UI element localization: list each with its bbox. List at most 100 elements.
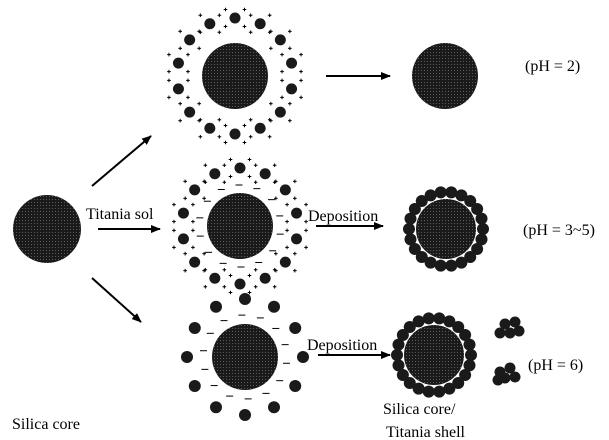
titania-sol-particle-positive [229, 158, 252, 179]
titania-sol-particle-positive [280, 79, 303, 100]
mid-coreshell-product [403, 186, 489, 271]
titania-shell-particle [476, 213, 488, 225]
titania-sol-particle [178, 233, 189, 244]
titania-sol-particle [204, 123, 215, 134]
titania-sol-particle-positive [224, 8, 247, 29]
titania-sol-particle-positive [269, 30, 292, 51]
label-ph-mid: (pH = 3~5) [523, 222, 595, 239]
titania-sol-particle-positive [167, 53, 190, 74]
titania-shell-particle [433, 386, 445, 398]
label-deposition-mid: Deposition [308, 208, 378, 225]
mid-intermediate [172, 158, 308, 295]
titania-shell-particle [435, 260, 447, 272]
mid-product-core [416, 199, 476, 259]
label-ph-top: (pH = 2) [525, 58, 580, 75]
label-silica-core: Silica core [12, 416, 80, 433]
titania-sol-particle-positive [167, 79, 190, 100]
titania-sol-particle-positive [254, 163, 277, 184]
titania-sol-particle [189, 184, 200, 195]
bottom-intermediate [181, 293, 309, 421]
titania-sol-particle-positive [280, 53, 303, 74]
label-deposition-bottom: Deposition [307, 337, 377, 354]
titania-sol-particle [189, 380, 201, 392]
titania-sol-particle [210, 401, 222, 413]
arrow-to-bottom-branch [92, 278, 141, 322]
silica-core-particle [13, 195, 81, 263]
titania-sol-particle [280, 184, 291, 195]
titania-sol-particle [286, 83, 297, 94]
titania-shell-particle [445, 260, 457, 272]
titania-sol-particle [260, 168, 271, 179]
titania-aggregate-particle [514, 326, 525, 337]
titania-sol-particle-positive [204, 268, 227, 289]
titania-sol-particle-positive [183, 252, 206, 273]
bottom-coreshell-product [391, 312, 477, 397]
titania-sol-particle [235, 279, 246, 290]
titania-aggregates [493, 317, 525, 386]
titania-shell-particle [392, 359, 404, 371]
titania-shell-particle [455, 257, 467, 269]
titania-shell-particle [443, 383, 455, 395]
titania-shell-particle [425, 189, 437, 201]
titania-sol-particle-positive [285, 203, 308, 224]
titania-sol-particle [178, 208, 189, 219]
titania-shell-particle [391, 349, 403, 361]
titania-sol-particle-positive [249, 13, 272, 34]
titania-sol-particle [209, 273, 220, 284]
titania-sol-particle [204, 18, 215, 29]
titania-sol-particle-positive [285, 229, 308, 250]
titania-sol-particle [189, 322, 201, 334]
titania-sol-particle-positive [249, 118, 272, 139]
titania-sol-particle-positive [172, 229, 195, 250]
titania-sol-particle [291, 233, 302, 244]
titania-sol-particle-positive [199, 13, 222, 34]
titania-sol-particle [184, 34, 195, 45]
titania-aggregate-particle [510, 372, 521, 383]
titania-aggregate-particle [493, 375, 504, 386]
titania-sol-particle-positive [172, 203, 195, 224]
mid-core-particle [207, 193, 273, 259]
label-titania-sol: Titania sol [86, 206, 154, 223]
titania-sol-particle-positive [274, 252, 297, 273]
titania-sol-particle [184, 107, 195, 118]
titania-sol-particle [291, 208, 302, 219]
titania-sol-particle [181, 351, 193, 363]
titania-shell-particle [445, 186, 457, 198]
titania-sol-particle [260, 273, 271, 284]
titania-sol-particle [280, 257, 291, 268]
titania-sol-particle [268, 301, 280, 313]
titania-sol-particle-positive [183, 180, 206, 201]
label-ph-bottom: (pH = 6) [528, 357, 583, 374]
top-product-bare-core [412, 43, 478, 109]
titania-sol-particle-positive [178, 102, 201, 123]
titania-sol-particle-positive [254, 268, 277, 289]
titania-shell-particle [435, 186, 447, 198]
arrow-to-top-branch [92, 136, 151, 186]
titania-sol-particle-positive [199, 118, 222, 139]
titania-shell-particle [413, 315, 425, 327]
titania-shell-particle [465, 349, 477, 361]
titania-shell-particle [464, 339, 476, 351]
titania-sol-particle [189, 257, 200, 268]
titania-sol-particle [230, 129, 241, 140]
titania-shell-particle [403, 223, 415, 235]
titania-sol-particle-positive [229, 274, 252, 295]
titania-sol-particle [289, 380, 301, 392]
titania-sol-particle [255, 123, 266, 134]
titania-sol-particle-positive [204, 163, 227, 184]
titania-sol-particle [239, 293, 251, 305]
bottom-core-particle [212, 324, 278, 390]
titania-sol-particle [235, 163, 246, 174]
label-product-line2: Titania shell [386, 424, 466, 440]
titania-sol-particle-positive [178, 30, 201, 51]
titania-sol-particle [268, 401, 280, 413]
titania-sol-particle [286, 58, 297, 69]
titania-sol-particle [289, 322, 301, 334]
titania-shell-particle [477, 223, 489, 235]
titania-sol-particle [173, 58, 184, 69]
titania-sol-particle-positive [274, 180, 297, 201]
titania-aggregate-particle [495, 328, 506, 339]
titania-shell-particle [423, 312, 435, 324]
